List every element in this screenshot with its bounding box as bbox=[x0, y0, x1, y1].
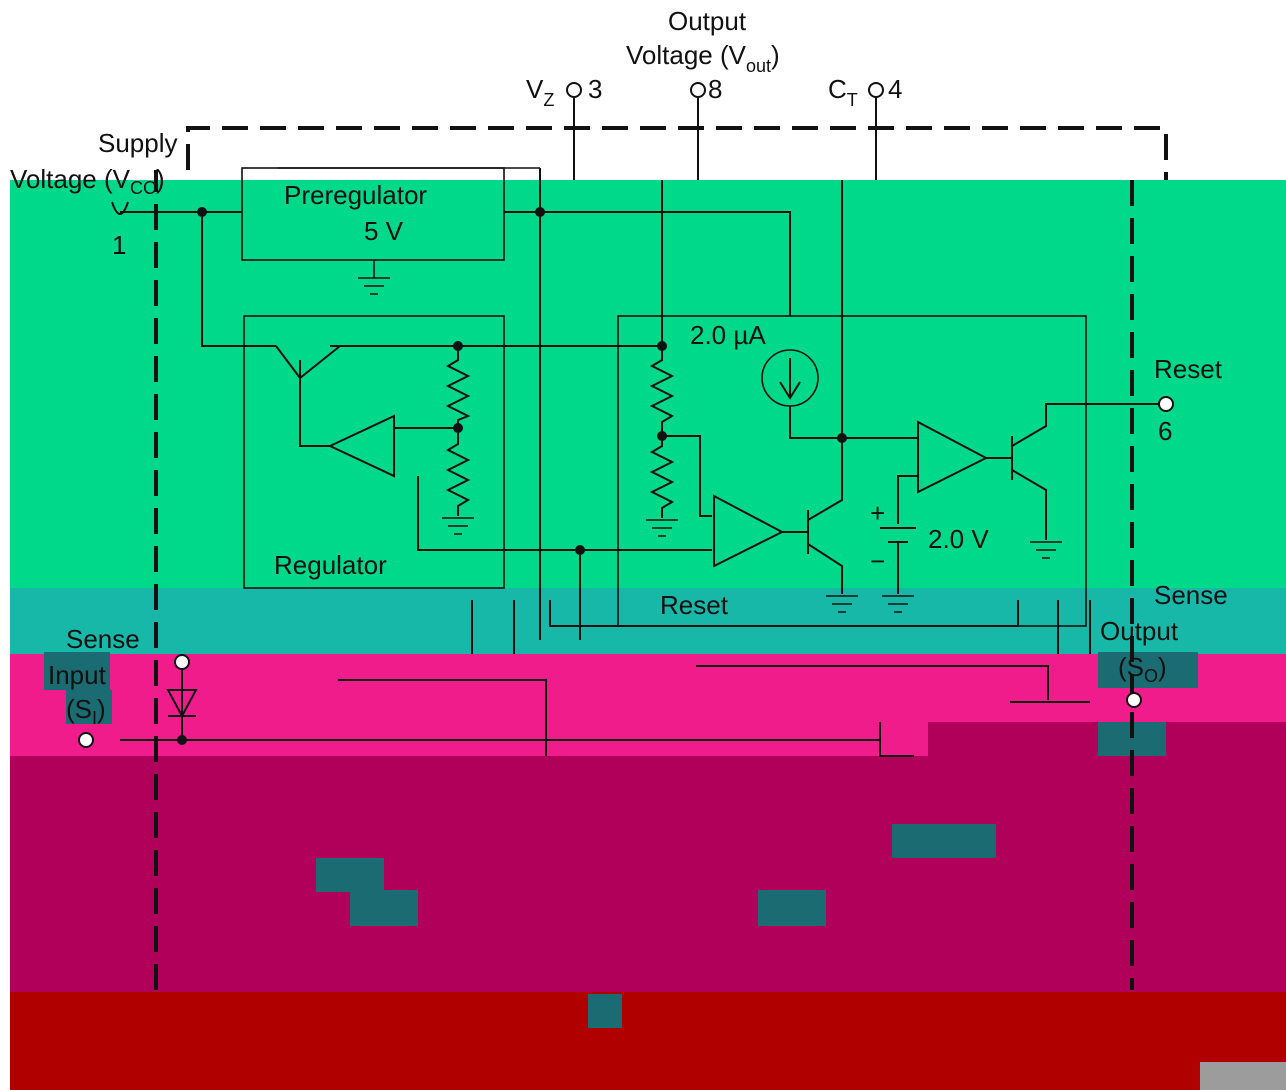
sense-output-pin[interactable] bbox=[1126, 692, 1142, 708]
preregulator-label: Preregulator bbox=[284, 180, 427, 210]
junction bbox=[837, 433, 847, 443]
vout-pin-number: 8 bbox=[708, 74, 722, 104]
patch bbox=[892, 824, 996, 858]
junction bbox=[177, 735, 187, 745]
sense-input-label-2: Input bbox=[48, 660, 107, 690]
patch bbox=[44, 652, 110, 690]
ct-label: CT bbox=[828, 74, 858, 110]
lower-comparator bbox=[879, 722, 914, 757]
ground-symbol bbox=[1030, 541, 1062, 559]
current-source-out bbox=[789, 406, 918, 439]
patch bbox=[1098, 652, 1198, 688]
error-amplifier bbox=[327, 414, 395, 478]
reset-comparator bbox=[713, 494, 785, 568]
region-regulator bbox=[10, 180, 1286, 590]
ground-symbol bbox=[358, 277, 390, 295]
patch bbox=[588, 994, 622, 1028]
reset-pin-number: 6 bbox=[1158, 416, 1172, 446]
sense-output-label-2: Output bbox=[1100, 616, 1179, 646]
ground-symbol bbox=[646, 519, 678, 537]
supply-label-2: Voltage (VCC) bbox=[10, 164, 165, 198]
sense-input-pin[interactable] bbox=[78, 732, 94, 748]
reference-battery bbox=[880, 527, 916, 594]
sense-input-label-3: (SI) bbox=[66, 694, 106, 728]
reset-block-label: Reset bbox=[660, 590, 729, 620]
ground-symbol bbox=[826, 595, 858, 613]
output-voltage-label: Output bbox=[668, 6, 747, 36]
sense-output-label-3: (SO) bbox=[1118, 652, 1167, 686]
reset-transistor bbox=[807, 438, 843, 594]
sense-output-label: Sense bbox=[1154, 580, 1228, 610]
reset-pin[interactable] bbox=[1158, 396, 1174, 412]
current-arrow bbox=[779, 358, 801, 400]
supply-pin-ring bbox=[111, 201, 129, 215]
supply-label: Supply bbox=[98, 128, 178, 158]
patch bbox=[66, 690, 112, 724]
ground-symbol bbox=[882, 595, 914, 613]
pass-transistor bbox=[275, 345, 341, 447]
sense-input-diode bbox=[166, 668, 198, 740]
sense-input-top-pin[interactable] bbox=[174, 654, 190, 670]
patch bbox=[316, 858, 384, 892]
package-outline bbox=[154, 126, 1168, 990]
ct-pin-number: 4 bbox=[888, 74, 902, 104]
vz-pin[interactable] bbox=[566, 82, 582, 98]
region-sense-low bbox=[10, 756, 1286, 994]
regulator-out bbox=[417, 476, 712, 551]
current-source-label: 2.0 µA bbox=[690, 320, 766, 350]
vz-pin-number: 3 bbox=[588, 74, 602, 104]
reset-label: Reset bbox=[1154, 354, 1223, 384]
vout-pin[interactable] bbox=[690, 82, 706, 98]
patch bbox=[350, 890, 418, 926]
vz-label: VZ bbox=[526, 74, 554, 110]
preregulator-voltage: 5 V bbox=[364, 216, 404, 246]
prereg-out bbox=[504, 211, 791, 316]
ground-symbol bbox=[442, 517, 474, 535]
region-corner bbox=[1200, 1062, 1286, 1090]
divider-tap bbox=[662, 435, 712, 517]
supply-to-pass-transistor bbox=[201, 212, 276, 347]
regulator-label: Regulator bbox=[274, 550, 387, 580]
regulator-box bbox=[243, 315, 505, 589]
region-sense-top bbox=[10, 588, 1286, 656]
sense-input-label: Sense bbox=[66, 624, 140, 654]
output-transistor bbox=[986, 403, 1160, 540]
lower-wiring bbox=[120, 600, 1091, 756]
region-bottom bbox=[10, 992, 1286, 1090]
reference-plus: + bbox=[870, 498, 885, 528]
ct-pin[interactable] bbox=[868, 82, 884, 98]
reference-minus: − bbox=[870, 546, 885, 576]
reference-voltage: 2.0 V bbox=[928, 524, 989, 554]
output-voltage-label-2: Voltage (Vout) bbox=[626, 40, 780, 76]
supply-pin-number: 1 bbox=[112, 230, 126, 260]
output-comparator bbox=[917, 420, 989, 494]
reference-lead bbox=[897, 475, 918, 524]
patch bbox=[758, 890, 826, 926]
